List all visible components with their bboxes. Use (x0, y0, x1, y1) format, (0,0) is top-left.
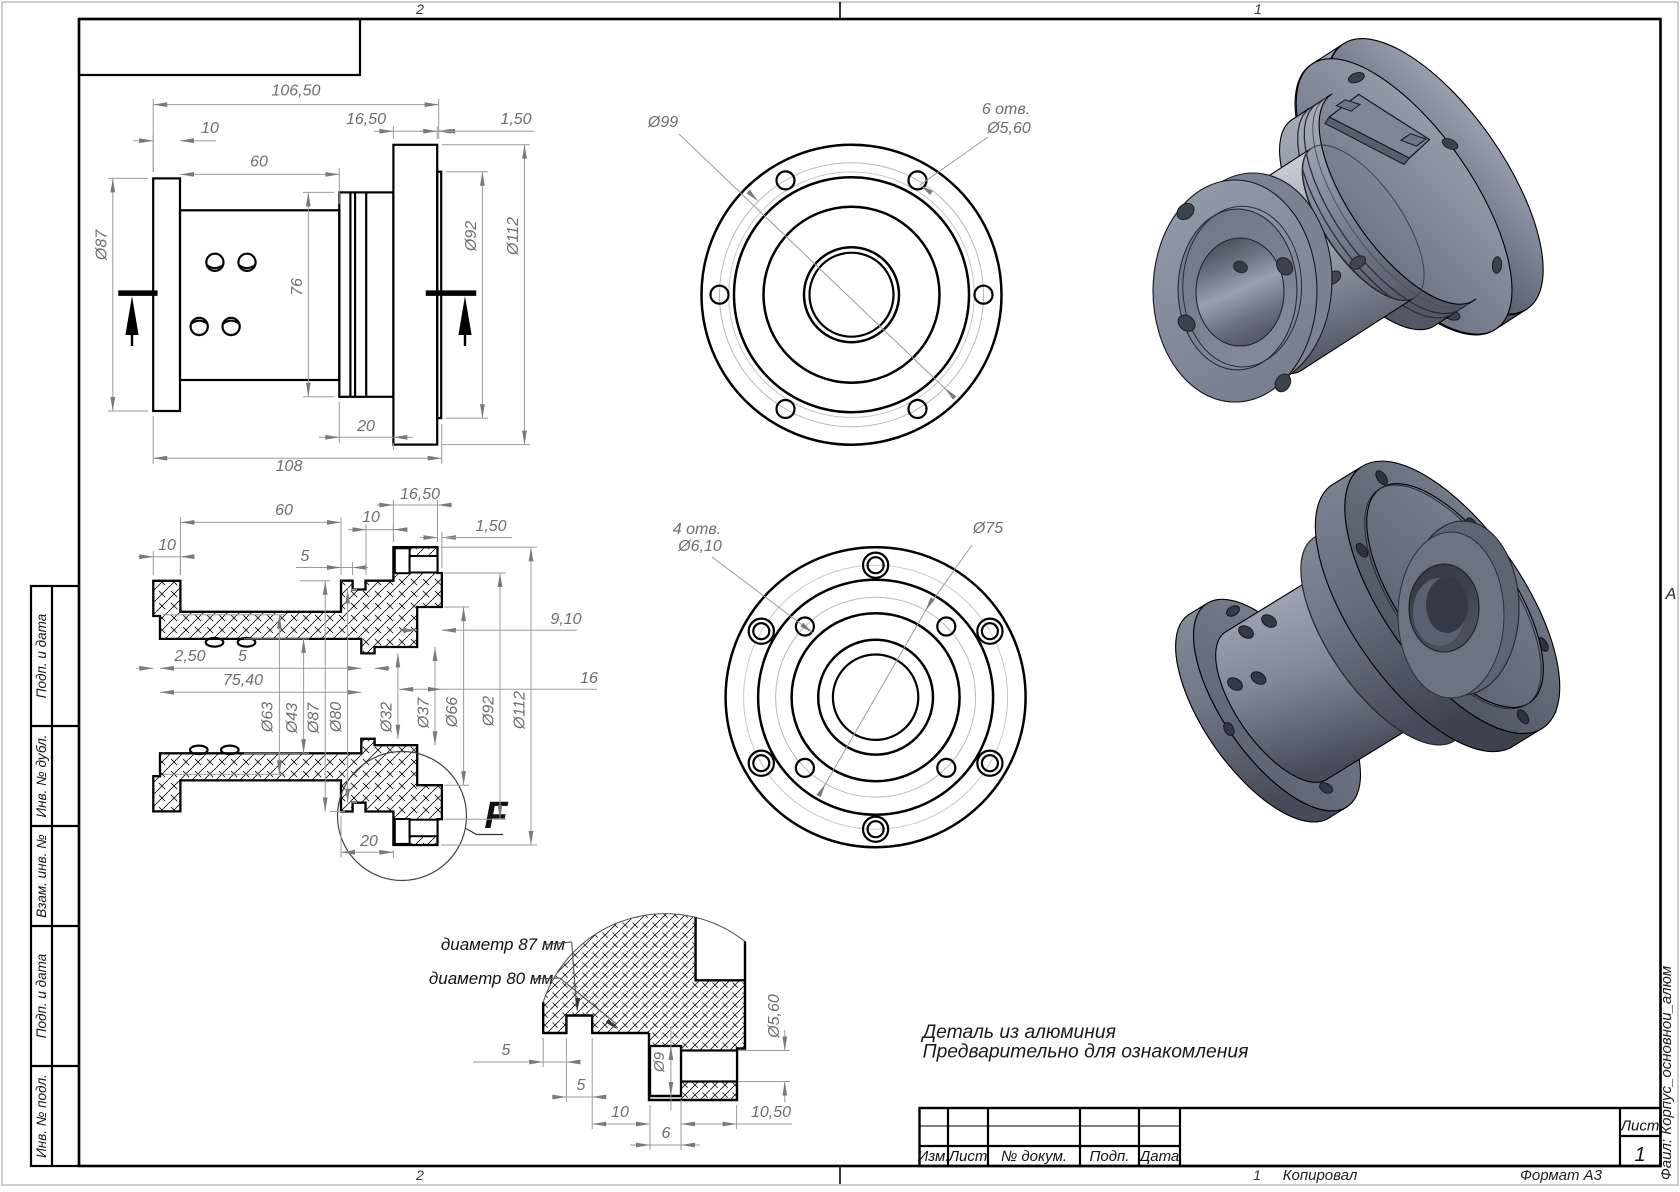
svg-text:Ø37: Ø37 (416, 697, 433, 729)
svg-text:9,10: 9,10 (550, 611, 581, 628)
svg-text:Ø87: Ø87 (94, 229, 111, 261)
svg-text:6: 6 (662, 1125, 671, 1142)
svg-text:108: 108 (276, 458, 303, 475)
svg-text:2,50: 2,50 (173, 648, 205, 665)
svg-text:Ø112: Ø112 (512, 691, 529, 730)
svg-text:5: 5 (577, 1077, 586, 1094)
svg-text:Формат А3: Формат А3 (1520, 1167, 1603, 1184)
svg-text:10: 10 (201, 120, 219, 137)
svg-text:Ø92: Ø92 (481, 696, 498, 727)
svg-text:60: 60 (275, 502, 293, 519)
svg-text:Лист: Лист (1620, 1118, 1660, 1135)
svg-text:Ø63: Ø63 (260, 702, 277, 733)
svg-text:Инв. № подл.: Инв. № подл. (34, 1074, 49, 1158)
svg-text:диаметр 80 мм: диаметр 80 мм (429, 969, 554, 988)
svg-text:Ø75: Ø75 (972, 520, 1003, 537)
svg-text:Лист: Лист (948, 1148, 988, 1165)
svg-text:Ø6,10: Ø6,10 (677, 538, 722, 555)
svg-text:диаметр 87 мм: диаметр 87 мм (441, 935, 566, 954)
svg-text:Ø92: Ø92 (463, 221, 480, 252)
svg-text:1: 1 (1253, 1167, 1261, 1183)
svg-text:4 отв.: 4 отв. (673, 521, 721, 538)
svg-text:5: 5 (301, 548, 310, 565)
svg-text:Ø99: Ø99 (647, 114, 678, 131)
svg-text:Ø66: Ø66 (444, 697, 461, 728)
svg-text:Взам. инв. №: Взам. инв. № (34, 834, 49, 918)
svg-text:10: 10 (611, 1104, 629, 1121)
svg-text:Копировал: Копировал (1283, 1167, 1358, 1184)
svg-text:76: 76 (289, 278, 306, 296)
svg-text:F: F (484, 795, 509, 837)
svg-text:10: 10 (362, 509, 380, 526)
svg-text:Ø112: Ø112 (505, 217, 522, 256)
svg-text:106,50: 106,50 (271, 83, 320, 100)
svg-text:Ø80: Ø80 (328, 702, 345, 733)
svg-text:A: A (1665, 586, 1677, 603)
svg-text:1,50: 1,50 (475, 518, 506, 535)
svg-text:6 отв.: 6 отв. (982, 101, 1030, 118)
svg-text:75,40: 75,40 (223, 672, 263, 689)
svg-text:Ø5,60: Ø5,60 (986, 120, 1031, 137)
svg-text:10: 10 (158, 537, 176, 554)
svg-text:Подп. и дата: Подп. и дата (34, 613, 49, 698)
svg-text:Изм.: Изм. (918, 1148, 950, 1165)
svg-text:10,50: 10,50 (751, 1104, 791, 1121)
svg-text:Ø32: Ø32 (379, 702, 396, 733)
svg-text:Подп. и дата: Подп. и дата (34, 953, 49, 1038)
svg-text:Деталь из алюминия: Деталь из алюминия (921, 1022, 1116, 1043)
svg-text:1,50: 1,50 (500, 111, 531, 128)
svg-text:Ø5,60: Ø5,60 (766, 994, 783, 1039)
svg-text:Инв. № дубл.: Инв. № дубл. (34, 734, 49, 817)
svg-text:2: 2 (415, 1167, 424, 1183)
svg-text:20: 20 (359, 833, 378, 850)
svg-text:16,50: 16,50 (346, 111, 386, 128)
svg-text:Подп.: Подп. (1090, 1148, 1130, 1165)
svg-text:1: 1 (1254, 1, 1262, 17)
svg-text:Ø9: Ø9 (651, 1051, 668, 1073)
svg-text:Дата: Дата (1138, 1148, 1180, 1165)
svg-text:16: 16 (580, 670, 598, 687)
svg-text:Ø43: Ø43 (284, 703, 301, 734)
svg-text:5: 5 (238, 648, 247, 665)
svg-text:60: 60 (250, 154, 268, 171)
svg-text:2: 2 (415, 1, 424, 17)
svg-text:№ докум.: № докум. (1001, 1148, 1067, 1165)
svg-text:5: 5 (502, 1042, 511, 1059)
svg-text:Ø87: Ø87 (306, 702, 323, 734)
svg-text:1: 1 (1634, 1144, 1645, 1166)
svg-text:16,50: 16,50 (400, 486, 440, 503)
svg-text:Файл: Корпус_основной_алюм: Файл: Корпус_основной_алюм (1658, 966, 1675, 1180)
svg-text:Предварительно для ознакомлени: Предварительно для ознакомления (923, 1042, 1249, 1063)
svg-text:20: 20 (356, 418, 375, 435)
